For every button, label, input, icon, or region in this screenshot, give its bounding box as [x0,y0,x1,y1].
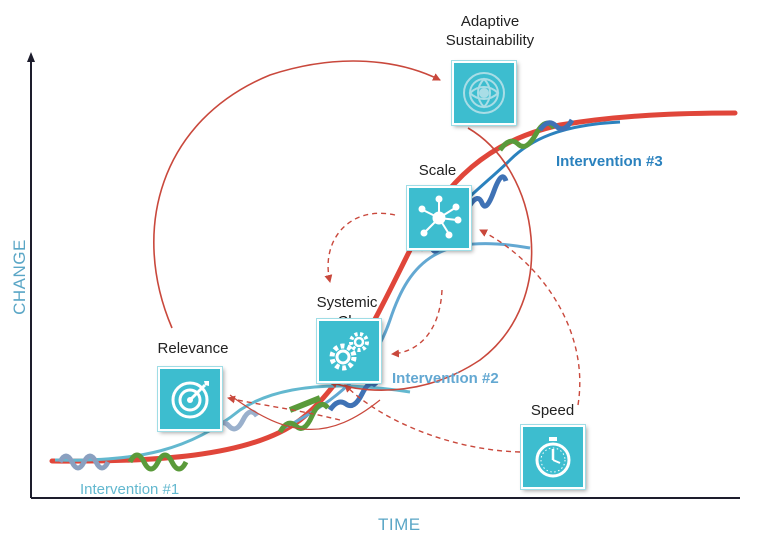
s-curve [49,110,738,464]
scale-label: Scale [418,162,457,179]
dashed-arrow-speed-systemic [344,384,521,453]
dashed-arrow-speed-relevance [227,395,341,421]
adaptive-sustainability-box [452,61,516,125]
systemic-label-partial: Ch [337,313,356,319]
gears-icon [329,332,369,371]
systemic-label-text: Systemic [316,294,378,311]
dashed-arrow-scale-systemic [324,212,396,283]
arc-arrow-to-relevance [229,394,381,430]
sustainability-emblem-icon [463,72,505,114]
helix-segment-2 [277,380,378,434]
helix-segment-1 [57,409,260,472]
scale-box [407,186,471,250]
dashed-arrow-speed-scale [479,229,581,406]
adaptive-sustainability-label: Adaptive Sustainability [445,13,535,49]
stopwatch-icon [535,437,571,478]
arc-arrow-adaptive-loop [329,127,533,391]
relevance-label: Relevance [157,340,229,357]
x-axis-label: TIME [378,515,421,533]
speed-box [521,425,585,489]
y-axis-arrow-icon [27,52,35,62]
dashed-arrow-systemic-scale [391,289,443,358]
relevance-box [158,367,222,431]
network-icon [418,195,462,239]
intervention-1-label: Intervention #1 [80,481,180,498]
intervention-3-label: Intervention #3 [556,153,663,170]
arc-arrow-to-adaptive [153,60,441,329]
systemic-box [317,319,381,383]
intervention-2-label: Intervention #2 [392,370,499,387]
systemic-label: Systemic Ch [307,293,387,319]
speed-label: Speed [530,402,575,419]
y-axis-label: CHANGE [10,239,29,315]
target-icon [171,381,209,419]
